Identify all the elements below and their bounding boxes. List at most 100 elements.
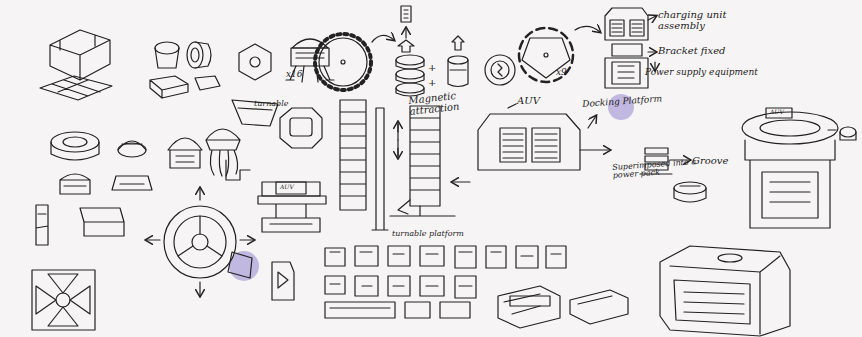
handwritten-label: Bracket fixed bbox=[658, 46, 738, 57]
sketch-drawing bbox=[498, 286, 560, 328]
sketch-drawing bbox=[51, 142, 99, 160]
sketch-drawing bbox=[146, 239, 160, 240]
sketch-drawing bbox=[80, 208, 124, 236]
sketch-drawing bbox=[195, 76, 220, 90]
sketch-drawing bbox=[330, 252, 561, 286]
sketch-drawing bbox=[485, 55, 515, 85]
sketch-drawing bbox=[491, 61, 509, 79]
handwritten-label: AUV bbox=[280, 184, 304, 190]
sketch-drawing bbox=[226, 100, 278, 180]
sketch-drawing bbox=[56, 293, 70, 307]
sketch-drawing bbox=[191, 48, 199, 62]
sketch-drawing bbox=[325, 246, 566, 268]
sketch-drawing bbox=[410, 106, 440, 206]
sketch-drawing bbox=[150, 76, 188, 98]
sketch-drawing bbox=[405, 28, 406, 38]
sketch-drawing bbox=[276, 182, 306, 194]
highlight-dot bbox=[229, 94, 634, 281]
sketch-drawing bbox=[612, 24, 642, 32]
sketch-drawing bbox=[397, 140, 398, 158]
sketch-drawing bbox=[448, 60, 468, 87]
sketch-drawing bbox=[155, 42, 179, 54]
sketch-drawing bbox=[580, 149, 610, 150]
handwritten-label: + bbox=[428, 63, 440, 74]
sketch-drawing bbox=[250, 57, 260, 67]
sketch-drawing bbox=[262, 182, 320, 196]
handwritten-label: AUV bbox=[770, 109, 792, 115]
sketch-drawing bbox=[648, 16, 656, 20]
sketch-drawing bbox=[32, 6, 856, 336]
sketch-drawing bbox=[500, 128, 560, 162]
sketch-drawing bbox=[398, 40, 414, 52]
sketch-drawing bbox=[36, 205, 48, 245]
sketch-drawing bbox=[32, 270, 95, 330]
sketch-drawing bbox=[372, 35, 394, 42]
sketch-drawing bbox=[674, 182, 706, 194]
sketch-drawing bbox=[605, 58, 648, 88]
sketch-drawing bbox=[280, 108, 322, 148]
sketch-drawing bbox=[396, 74, 424, 83]
sketch-drawing bbox=[290, 118, 312, 136]
handwritten-label: Groove bbox=[692, 156, 742, 167]
sketch-drawing bbox=[286, 53, 334, 82]
sketch-drawing bbox=[340, 100, 366, 210]
sketch-drawing bbox=[206, 129, 240, 176]
sketch-drawing bbox=[401, 6, 411, 22]
handwritten-label: AUV bbox=[517, 96, 547, 107]
sketch-drawing bbox=[118, 141, 146, 150]
sketch-drawing bbox=[396, 55, 424, 65]
sketch-drawing bbox=[605, 8, 648, 40]
sketch-drawing bbox=[36, 274, 90, 326]
sketch-drawing bbox=[396, 60, 424, 69]
sketch-drawing bbox=[396, 83, 424, 93]
sketch-drawing bbox=[40, 76, 112, 100]
sketch-drawing bbox=[503, 134, 557, 158]
sketch-drawing bbox=[760, 120, 820, 136]
sketch-drawing bbox=[192, 234, 208, 250]
sketch-drawing bbox=[112, 176, 152, 190]
handwritten-label: x16 bbox=[286, 70, 316, 79]
sketch-drawing bbox=[187, 42, 203, 68]
sketch-drawing bbox=[742, 112, 838, 144]
sketch-drawing bbox=[51, 132, 99, 152]
handwritten-label: x9 bbox=[556, 68, 580, 77]
handwritten-label: charging unit assembly bbox=[658, 10, 748, 31]
sketch-drawing bbox=[452, 181, 470, 182]
sketch-drawing bbox=[239, 44, 271, 80]
handwritten-label: Superimposed into a power pack bbox=[612, 158, 697, 181]
sketch-drawing bbox=[174, 216, 226, 268]
sketch-drawing bbox=[199, 282, 200, 296]
sketch-drawing bbox=[840, 127, 856, 137]
sketch-drawing bbox=[50, 30, 110, 80]
sketch-drawing bbox=[478, 114, 580, 170]
sketch-drawing bbox=[575, 26, 600, 32]
sketch-drawing bbox=[745, 140, 835, 228]
sketch-drawing bbox=[199, 188, 200, 200]
sketch-drawing bbox=[372, 108, 388, 230]
sketch-drawing bbox=[228, 252, 252, 278]
sketch-drawing bbox=[684, 292, 744, 314]
sketch-drawing bbox=[498, 64, 502, 76]
handwritten-label: turnable bbox=[254, 100, 304, 108]
sketch-drawing bbox=[448, 56, 468, 64]
sketch-drawing bbox=[660, 246, 790, 336]
sketch-drawing bbox=[718, 254, 742, 262]
handwritten-label: + bbox=[428, 78, 440, 89]
sketch-drawing bbox=[60, 174, 90, 194]
sketch-drawing bbox=[341, 60, 345, 64]
sketch-drawing bbox=[258, 196, 326, 232]
sketch-drawing bbox=[319, 38, 367, 86]
sketch-drawing bbox=[648, 51, 656, 52]
sketch-drawing bbox=[240, 239, 254, 240]
sketch-drawing bbox=[612, 44, 642, 56]
sketch-drawing bbox=[404, 10, 408, 18]
sketch-drawing bbox=[674, 186, 706, 202]
sketch-drawing bbox=[396, 69, 424, 79]
sketch-drawing bbox=[291, 48, 329, 66]
sketch-drawing bbox=[325, 276, 476, 298]
handwritten-label: turnable platform bbox=[392, 230, 482, 238]
sketch-drawing bbox=[544, 53, 548, 57]
sketch-drawing bbox=[63, 137, 87, 147]
sketch-drawing bbox=[315, 34, 371, 90]
